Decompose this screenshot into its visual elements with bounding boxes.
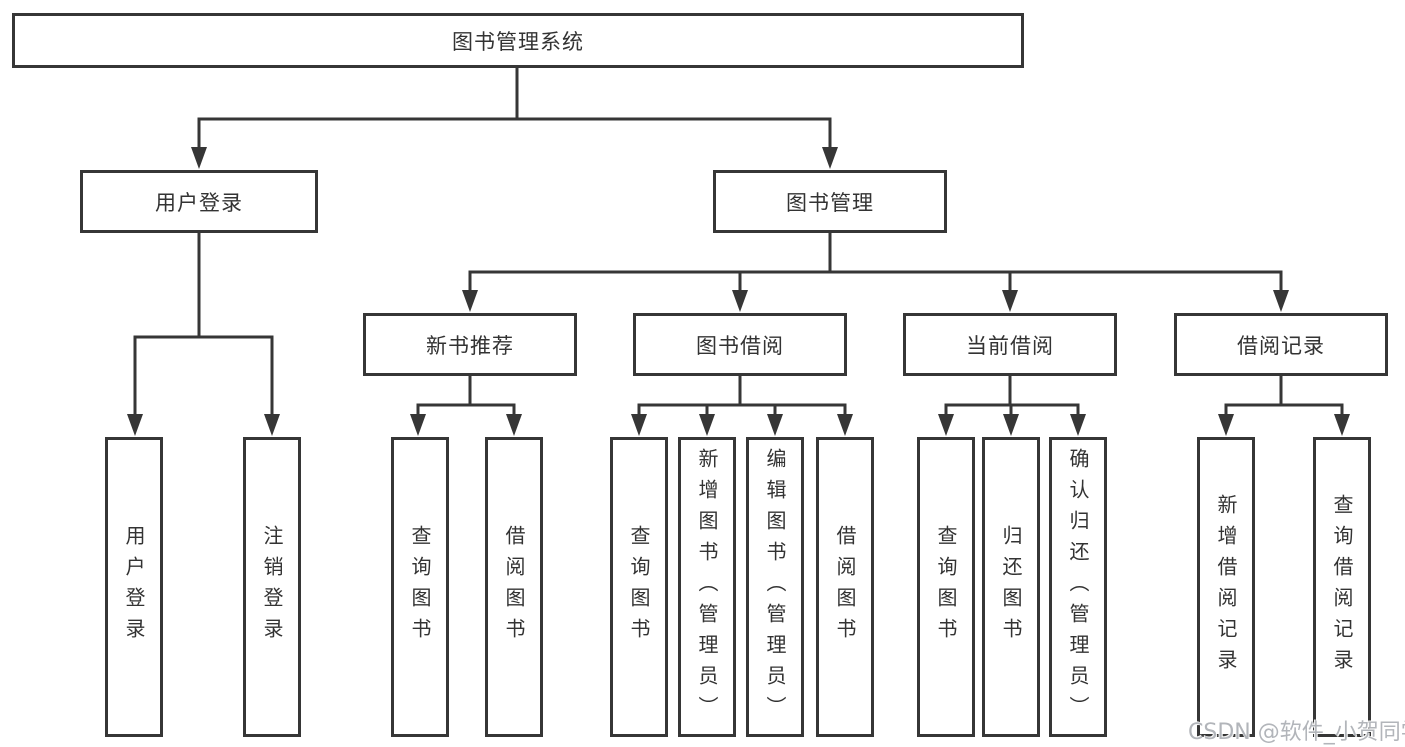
node-current-borrowing-label: 当前借阅 — [966, 333, 1054, 358]
node-library-system: 图书管理系统 — [12, 13, 1024, 68]
watermark: CSDN @软件_小贺同学 — [1188, 720, 1405, 745]
leaf-query-books-2-label: 查询图书 — [627, 525, 651, 649]
node-library-system-label: 图书管理系统 — [452, 29, 584, 54]
node-book-management-label: 图书管理 — [786, 190, 874, 215]
node-new-book-recommend: 新书推荐 — [363, 313, 577, 376]
node-user-login-branch-label: 用户登录 — [155, 190, 243, 215]
node-book-borrowing-label: 图书借阅 — [696, 333, 784, 358]
tree-edges — [133, 66, 1344, 422]
arrowheads — [127, 147, 1350, 436]
leaf-query-borrow-record: 查询借阅记录 — [1313, 437, 1371, 737]
leaf-logout-label: 注销登录 — [260, 525, 284, 649]
node-book-borrowing: 图书借阅 — [633, 313, 847, 376]
leaf-confirm-return-admin-label: 确认归还（管理员） — [1066, 447, 1090, 727]
node-current-borrowing: 当前借阅 — [903, 313, 1117, 376]
leaf-return-books-label: 归还图书 — [999, 525, 1023, 649]
leaf-add-borrow-record-label: 新增借阅记录 — [1214, 494, 1238, 680]
leaf-confirm-return-admin: 确认归还（管理员） — [1049, 437, 1107, 737]
leaf-borrow-books-2-label: 借阅图书 — [833, 525, 857, 649]
leaf-return-books: 归还图书 — [982, 437, 1040, 737]
leaf-edit-book-admin-label: 编辑图书（管理员） — [763, 447, 787, 727]
node-book-management: 图书管理 — [713, 170, 947, 233]
leaf-borrow-books-1-label: 借阅图书 — [502, 525, 526, 649]
leaf-query-books-1-label: 查询图书 — [408, 525, 432, 649]
leaf-user-login-label: 用户登录 — [122, 525, 146, 649]
leaf-add-borrow-record: 新增借阅记录 — [1197, 437, 1255, 737]
node-new-book-recommend-label: 新书推荐 — [426, 333, 514, 358]
node-borrowing-records: 借阅记录 — [1174, 313, 1388, 376]
leaf-query-books-3: 查询图书 — [917, 437, 975, 737]
node-user-login-branch: 用户登录 — [80, 170, 318, 233]
leaf-user-login: 用户登录 — [105, 437, 163, 737]
leaf-query-books-2: 查询图书 — [610, 437, 668, 737]
leaf-borrow-books-2: 借阅图书 — [816, 437, 874, 737]
leaf-add-book-admin: 新增图书（管理员） — [678, 437, 736, 737]
leaf-logout: 注销登录 — [243, 437, 301, 737]
leaf-add-book-admin-label: 新增图书（管理员） — [695, 447, 719, 727]
leaf-query-books-1: 查询图书 — [391, 437, 449, 737]
leaf-borrow-books-1: 借阅图书 — [485, 437, 543, 737]
leaf-edit-book-admin: 编辑图书（管理员） — [746, 437, 804, 737]
leaf-query-borrow-record-label: 查询借阅记录 — [1330, 494, 1354, 680]
leaf-query-books-3-label: 查询图书 — [934, 525, 958, 649]
node-borrowing-records-label: 借阅记录 — [1237, 333, 1325, 358]
